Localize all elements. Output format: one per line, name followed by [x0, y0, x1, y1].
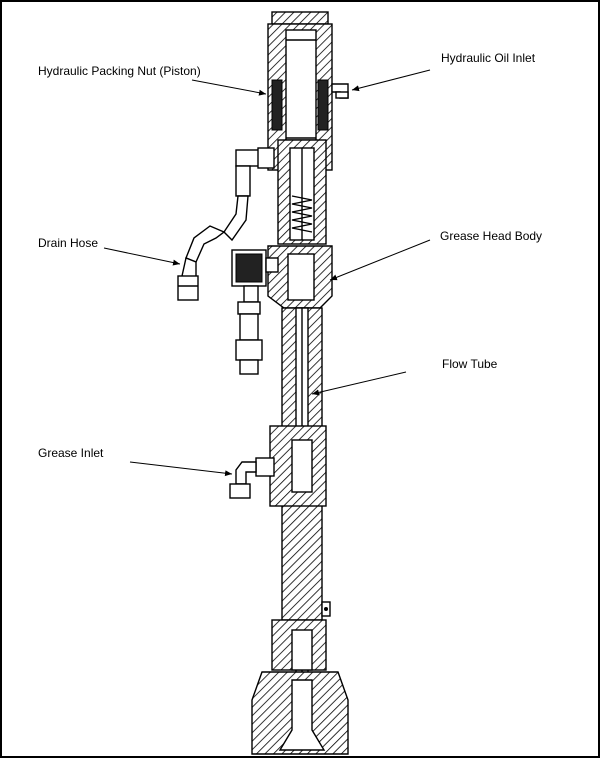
label-grease-inlet: Grease Inlet: [38, 446, 104, 460]
arrow-grease-inlet: [129, 461, 233, 477]
arrow-flow-tube: [311, 371, 407, 396]
arrow-grease-head-body: [329, 239, 431, 281]
spring-chamber: [277, 139, 327, 245]
flow-tube: [281, 307, 323, 709]
grease-head-body: [231, 245, 333, 309]
lower-body: [271, 601, 331, 671]
arrow-packing-nut: [191, 79, 267, 96]
hydraulic-oil-inlet-fitting: [331, 83, 349, 99]
label-drain-hose: Drain Hose: [38, 236, 99, 250]
label-flow-tube: Flow Tube: [442, 357, 498, 371]
bottom-cap: [251, 671, 349, 755]
grease-inlet-coupling: [229, 425, 327, 507]
arrow-drain-hose: [103, 247, 181, 266]
drain-hose: [177, 147, 275, 301]
leader-arrows: [103, 69, 431, 477]
arrow-oil-inlet: [351, 69, 431, 92]
label-hydraulic-packing-nut: Hydraulic Packing Nut (Piston): [38, 64, 201, 78]
label-grease-head-body: Grease Head Body: [440, 229, 543, 243]
label-hydraulic-oil-inlet: Hydraulic Oil Inlet: [441, 51, 536, 65]
relief-fitting: [235, 285, 263, 375]
